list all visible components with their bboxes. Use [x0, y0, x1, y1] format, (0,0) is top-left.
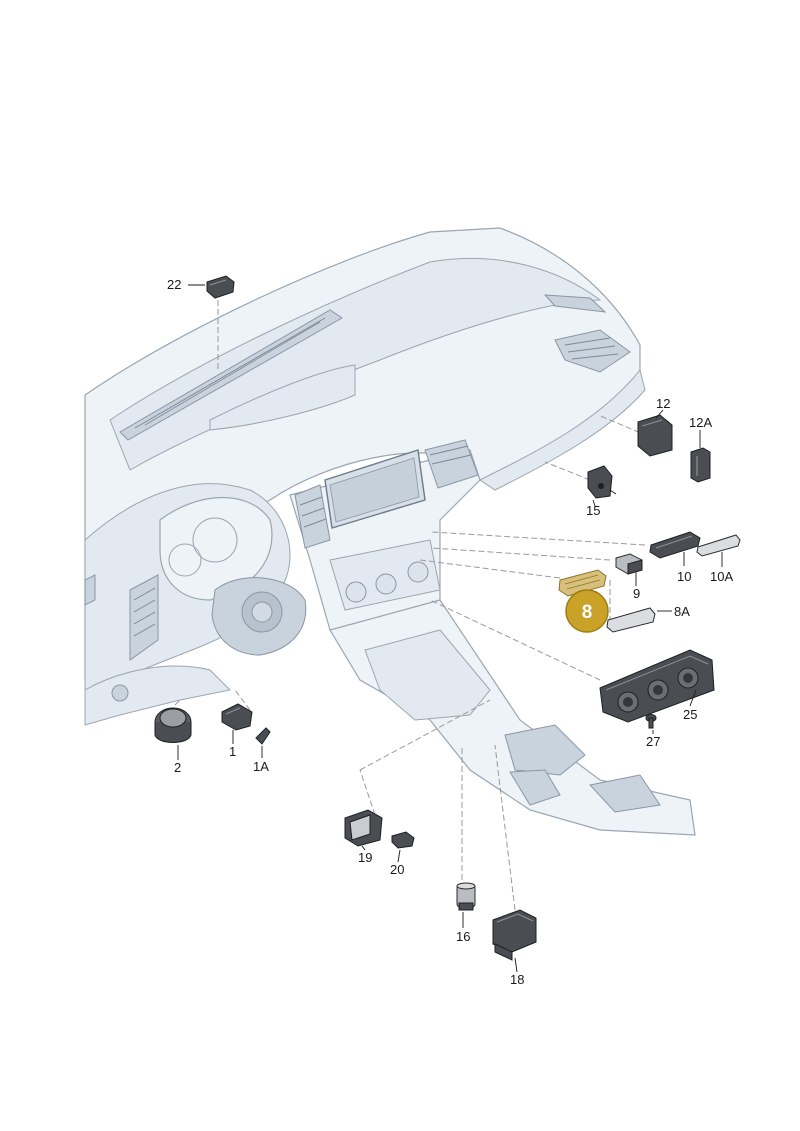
part-1a-clip — [255, 727, 271, 745]
part-9-button — [615, 553, 643, 575]
label-19: 19 — [358, 850, 372, 865]
part-12a-switch — [690, 447, 711, 483]
part-15-bracket — [587, 465, 617, 499]
label-2: 2 — [174, 760, 181, 775]
part-18-switch-block — [492, 909, 537, 961]
label-8a: 8A — [674, 604, 690, 619]
label-12a: 12A — [689, 415, 712, 430]
part-10-switch-bar — [649, 531, 701, 559]
part-27-screw — [645, 714, 657, 729]
part-1-switch — [221, 703, 253, 731]
part-labels: 22 12 12A 15 10 10A 9 8A 25 27 1 1A 2 19… — [167, 277, 733, 987]
part-22-sensor — [206, 275, 235, 299]
part-8a-trim — [606, 607, 656, 633]
part-8-highlighted — [558, 569, 607, 597]
part-10a-trim — [696, 534, 741, 557]
part-19-socket — [344, 809, 383, 847]
label-27: 27 — [646, 734, 660, 749]
label-9: 9 — [633, 586, 640, 601]
part-12-switch — [637, 414, 673, 457]
label-1: 1 — [229, 744, 236, 759]
label-20: 20 — [390, 862, 404, 877]
label-22: 22 — [167, 277, 181, 292]
dashed-leader-lines — [174, 300, 649, 911]
highlight-badge-label: 8 — [582, 602, 593, 623]
label-18: 18 — [510, 972, 524, 987]
part-16-cap — [456, 882, 476, 911]
highlight-badge-circle — [565, 589, 609, 633]
label-12: 12 — [656, 396, 670, 411]
label-10a: 10A — [710, 569, 733, 584]
label-10: 10 — [677, 569, 691, 584]
part-2-knob — [154, 707, 192, 743]
highlight-badge-8: 8 — [565, 589, 609, 633]
part-25-climate-control — [599, 649, 715, 723]
label-leaders — [177, 284, 723, 973]
label-25: 25 — [683, 707, 697, 722]
label-1a: 1A — [253, 759, 269, 774]
part-20-plug — [391, 831, 415, 849]
label-16: 16 — [456, 929, 470, 944]
dashboard-illustration — [84, 227, 696, 836]
label-15: 15 — [586, 503, 600, 518]
